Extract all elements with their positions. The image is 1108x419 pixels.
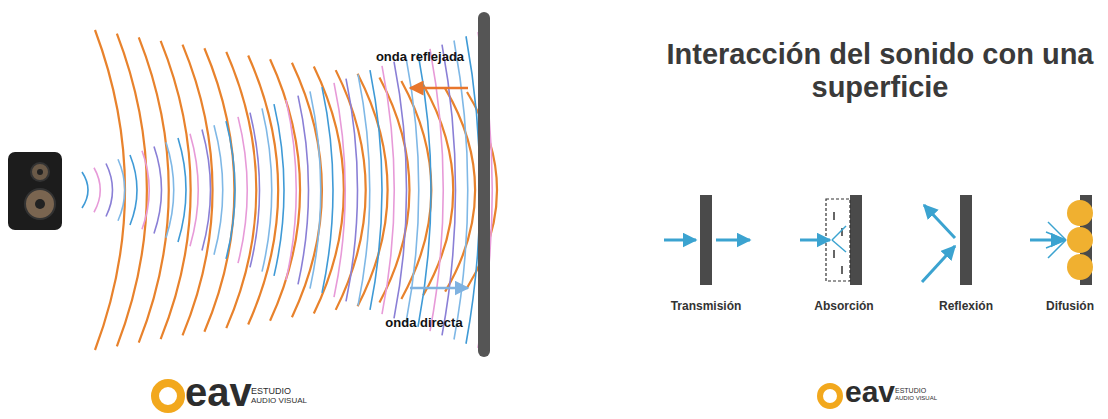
- caption-label: Absorción: [814, 300, 873, 314]
- logo-subtext: AUDIO VISUAL: [895, 395, 937, 402]
- logo-subtext: ESTUDIO: [895, 387, 926, 395]
- logo-subtext: AUDIO VISUAL: [251, 396, 307, 405]
- diffusion-icon: [1030, 195, 1093, 285]
- wave-label: onda directa: [385, 316, 462, 331]
- title: Interacción del sonido con una superfici…: [660, 38, 1100, 105]
- logo-ring: [820, 386, 840, 406]
- logo-ring: [155, 383, 181, 409]
- reflection-icon: [922, 195, 972, 285]
- logo-subtext: ESTUDIO: [251, 386, 291, 396]
- caption-label: Difusión: [1046, 300, 1094, 314]
- wave-label: onda reflejada: [376, 50, 464, 65]
- logo-text: eav: [845, 377, 895, 407]
- absorption-icon: [800, 195, 862, 285]
- speaker: [8, 152, 62, 230]
- transmission-icon: [664, 195, 750, 285]
- caption-label: Reflexión: [939, 300, 993, 314]
- wall: [478, 12, 490, 357]
- logo-text: eav: [185, 372, 252, 412]
- sound-waves: [82, 30, 497, 350]
- caption-label: Transmisión: [671, 300, 742, 314]
- direct-arrow: [410, 287, 468, 290]
- reflected-arrow: [410, 87, 468, 90]
